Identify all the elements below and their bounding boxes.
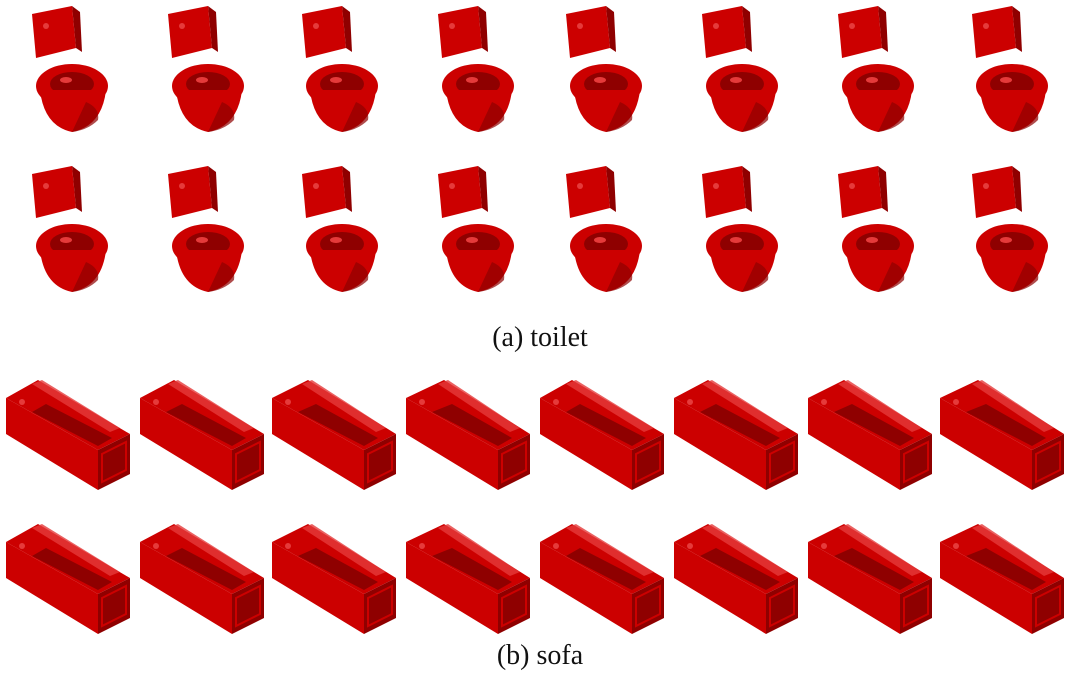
sofa-render-icon	[136, 370, 268, 510]
toilet-render-icon	[268, 4, 400, 144]
sofa-render-icon	[2, 510, 134, 650]
sofa-render-icon	[2, 370, 134, 510]
toilet-render-icon	[670, 4, 802, 144]
sofa-render-icon	[402, 370, 534, 510]
toilet-render-icon	[402, 158, 534, 298]
caption-sofa: (b) sofa	[496, 640, 584, 671]
sofa-render-icon	[536, 370, 668, 510]
sofa-row	[0, 370, 1080, 510]
toilet-render-icon	[936, 4, 1068, 144]
sofa-render-icon	[670, 510, 802, 650]
toilet-grid	[0, 4, 1080, 298]
toilet-render-icon	[268, 158, 400, 298]
toilet-render-icon	[804, 158, 936, 298]
toilet-render-icon	[2, 158, 134, 298]
sofa-row	[0, 510, 1080, 650]
sofa-render-icon	[536, 510, 668, 650]
toilet-render-icon	[136, 158, 268, 298]
toilet-render-icon	[402, 4, 534, 144]
sofa-render-icon	[804, 510, 936, 650]
sofa-render-icon	[936, 370, 1068, 510]
sofa-render-icon	[136, 510, 268, 650]
toilet-render-icon	[536, 4, 668, 144]
toilet-render-icon	[804, 4, 936, 144]
sofa-render-icon	[268, 510, 400, 650]
sofa-render-icon	[402, 510, 534, 650]
toilet-row	[0, 158, 1080, 298]
toilet-render-icon	[670, 158, 802, 298]
caption-toilet: (a) toilet	[492, 322, 588, 353]
sofa-render-icon	[804, 370, 936, 510]
toilet-render-icon	[536, 158, 668, 298]
toilet-render-icon	[136, 4, 268, 144]
sofa-render-icon	[936, 510, 1068, 650]
sofa-grid	[0, 370, 1080, 650]
sofa-render-icon	[268, 370, 400, 510]
sofa-render-icon	[670, 370, 802, 510]
toilet-render-icon	[936, 158, 1068, 298]
toilet-row	[0, 4, 1080, 144]
toilet-render-icon	[2, 4, 134, 144]
